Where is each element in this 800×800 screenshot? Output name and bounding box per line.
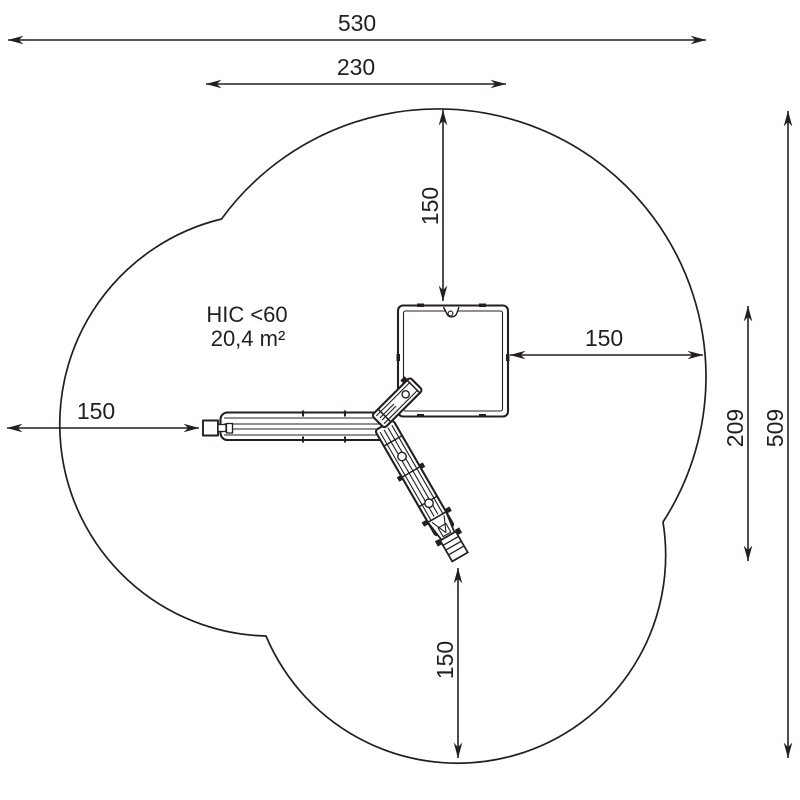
dimension-bottom-clearance: 150 <box>432 567 463 759</box>
dimension-right-clearance: 150 <box>509 325 704 360</box>
dimension-label: 509 <box>762 409 788 447</box>
dimension-right-zone-height: 209 <box>722 305 753 562</box>
slide <box>374 420 469 563</box>
slide-bolt <box>397 451 407 462</box>
dimension-label: 530 <box>338 10 376 36</box>
platform-joint-tick <box>506 354 510 361</box>
platform-joint-tick <box>396 354 400 361</box>
beam-planks <box>224 417 386 436</box>
platform-outer-frame <box>396 304 510 418</box>
platform-hook-detail <box>442 306 460 318</box>
ramp-planks <box>375 381 419 425</box>
slide-flange-tab <box>421 519 429 527</box>
access-ramp <box>371 376 423 429</box>
platform <box>396 303 510 418</box>
dimension-overall-width: 530 <box>7 10 707 45</box>
ramp-body <box>371 377 423 429</box>
dimension-label: 150 <box>417 187 443 225</box>
slide-end-ladder <box>434 527 469 563</box>
dimension-label: 150 <box>77 398 115 424</box>
platform-joint-tick <box>479 303 486 307</box>
ramp-crossbars <box>377 379 421 423</box>
platform-joint-tick <box>479 414 486 418</box>
ramp-flange-tab <box>400 376 408 384</box>
dimension-top-clearance: 150 <box>417 109 448 302</box>
hic-label: HIC <60 <box>206 302 287 327</box>
slide-rails <box>379 425 451 533</box>
beam-end-connector <box>217 423 227 433</box>
dimension-label: 209 <box>722 409 748 447</box>
platform-joint-tick <box>417 414 424 418</box>
slide-exit <box>426 510 456 541</box>
slide-flange-tab <box>396 474 404 482</box>
area-label: 20,4 m² <box>211 326 286 351</box>
dimension-overall-height: 509 <box>762 110 793 759</box>
dimension-label: 150 <box>432 641 458 679</box>
beam-joint-ticks <box>301 410 347 443</box>
annotation-block: HIC <60 20,4 m² <box>206 302 287 351</box>
beam-end-bracket <box>225 422 234 434</box>
balance-beam <box>202 410 391 443</box>
dimension-equipment-span: 230 <box>205 54 507 89</box>
slide-bolt <box>424 498 434 509</box>
ramp-bolt <box>401 390 410 399</box>
slide-flange-tab <box>418 462 426 470</box>
platform-joint-tick <box>417 303 424 307</box>
dimension-label: 230 <box>337 54 375 80</box>
dimension-label: 150 <box>585 325 623 351</box>
safety-zone-outline <box>58 108 707 765</box>
dimension-left-clearance: 150 <box>6 398 200 433</box>
beam-outer-frame <box>219 411 391 442</box>
beam-end-post <box>202 419 219 437</box>
